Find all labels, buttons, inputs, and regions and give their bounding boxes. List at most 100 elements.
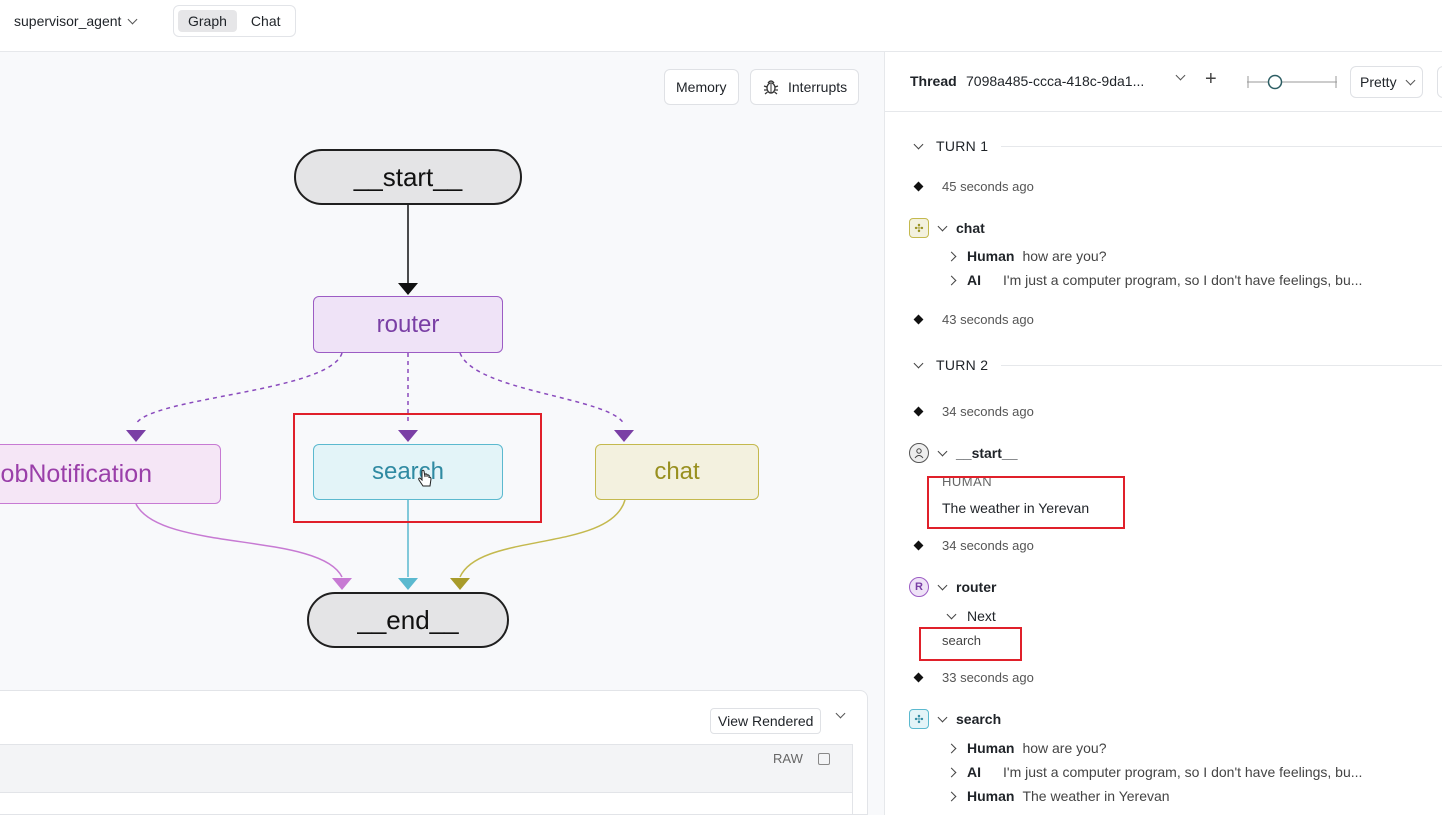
timestamp: 34 seconds ago — [942, 538, 1034, 553]
user-avatar-icon — [909, 443, 929, 463]
chevron-down-icon — [937, 712, 948, 722]
arrow-jobnotification-icon — [126, 430, 146, 442]
interrupts-button[interactable]: Interrupts — [750, 69, 860, 105]
chevron-down-icon — [946, 609, 957, 619]
agent-name: supervisor_agent — [14, 13, 122, 29]
node-run-chat[interactable]: ✣ chat — [909, 218, 985, 238]
next-value-row: search — [942, 633, 981, 648]
thread-id-selector[interactable]: 7098a485-ccca-418c-9da1... — [966, 73, 1145, 89]
edge-jobnotification-end — [135, 503, 343, 578]
message-role-row: HUMAN — [942, 474, 992, 489]
node-name: router — [956, 579, 997, 595]
chevron-down-icon[interactable] — [1175, 70, 1186, 81]
graph-canvas[interactable]: Memory Interrupts __start__ router jobNo… — [0, 52, 884, 815]
edge-router-jobnotification — [135, 352, 343, 425]
message-role: AI — [967, 764, 981, 780]
arrow-end-1-icon — [332, 578, 352, 590]
message-row[interactable]: AI I'm just a computer program, so I don… — [946, 764, 1362, 780]
history-slider[interactable] — [1247, 74, 1337, 90]
add-thread-icon[interactable]: + — [1205, 68, 1217, 90]
chevron-down-icon — [937, 580, 948, 590]
state-content-box — [0, 744, 853, 815]
node-name: search — [956, 711, 1002, 727]
toolbar-extra-button[interactable] — [1437, 66, 1442, 98]
node-jobnotification[interactable]: jobNotification — [0, 444, 221, 504]
message-role: AI — [967, 272, 981, 288]
collapse-chevron-icon[interactable] — [835, 708, 846, 719]
search-node-icon: ✣ — [909, 709, 929, 729]
checkpoint-diamond-icon — [913, 314, 924, 325]
view-mode-label: Pretty — [1360, 74, 1397, 90]
message-row[interactable]: Human how are you? — [946, 248, 1107, 264]
node-run-router[interactable]: R router — [909, 577, 996, 597]
chevron-right-icon — [946, 743, 957, 753]
checkpoint-row[interactable]: 34 seconds ago — [913, 404, 1034, 419]
message-row[interactable]: Human how are you? — [946, 740, 1107, 756]
view-mode-select[interactable]: Pretty — [1350, 66, 1423, 98]
node-start[interactable]: __start__ — [294, 149, 522, 205]
memory-label: Memory — [676, 79, 727, 95]
thread-toolbar: Thread 7098a485-ccca-418c-9da1... + Pret… — [885, 52, 1442, 112]
turn-2-header[interactable]: TURN 2 — [913, 357, 989, 373]
chevron-down-icon — [937, 221, 948, 231]
chevron-down-icon — [1405, 75, 1416, 85]
arrow-router-icon — [398, 283, 418, 295]
chevron-down-icon — [127, 14, 138, 24]
message-text: I'm just a computer program, so I don't … — [1003, 272, 1363, 288]
node-name: chat — [956, 220, 985, 236]
message-text: how are you? — [1022, 740, 1107, 756]
chevron-down-icon — [913, 139, 924, 149]
message-content-row: The weather in Yerevan — [942, 500, 1089, 516]
divider — [1001, 146, 1442, 147]
interrupts-label: Interrupts — [788, 79, 848, 95]
edge-chat-end — [459, 499, 626, 578]
state-header-strip — [0, 745, 852, 793]
next-value: search — [942, 633, 982, 648]
checkpoint-diamond-icon — [913, 406, 924, 417]
message-row[interactable]: Human The weather in Yerevan — [946, 788, 1170, 804]
node-router[interactable]: router — [313, 296, 503, 353]
node-run-start[interactable]: __start__ — [909, 443, 1018, 463]
checkpoint-diamond-icon — [913, 181, 924, 192]
message-row[interactable]: AI I'm just a computer program, so I don… — [946, 272, 1363, 288]
timestamp: 34 seconds ago — [942, 404, 1034, 419]
raw-label[interactable]: RAW — [773, 751, 803, 766]
arrow-end-3-icon — [450, 578, 470, 590]
message-text: The weather in Yerevan — [942, 500, 1090, 516]
top-bar: supervisor_agent Graph Chat — [0, 0, 1442, 52]
node-name: __start__ — [956, 445, 1018, 461]
view-toggle: Graph Chat — [173, 5, 296, 37]
message-role: Human — [967, 788, 1015, 804]
node-search[interactable]: search — [313, 444, 503, 500]
memory-button[interactable]: Memory — [664, 69, 739, 105]
node-run-search[interactable]: ✣ search — [909, 709, 1001, 729]
arrow-search-icon — [398, 430, 418, 442]
next-row[interactable]: Next — [946, 608, 996, 624]
timestamp: 43 seconds ago — [942, 312, 1034, 327]
chevron-right-icon — [946, 275, 957, 285]
checkpoint-diamond-icon — [913, 540, 924, 551]
tab-graph[interactable]: Graph — [178, 10, 237, 32]
message-text: how are you? — [1022, 248, 1107, 264]
turn-label: TURN 2 — [936, 357, 989, 373]
view-rendered-button[interactable]: View Rendered — [710, 708, 822, 734]
agent-selector[interactable]: supervisor_agent — [14, 10, 138, 32]
tab-chat[interactable]: Chat — [250, 13, 281, 29]
node-end[interactable]: __end__ — [307, 592, 509, 648]
checkpoint-diamond-icon — [913, 672, 924, 683]
checkpoint-row[interactable]: 43 seconds ago — [913, 312, 1034, 327]
thread-label: Thread — [910, 73, 957, 89]
node-chat[interactable]: chat — [595, 444, 759, 500]
arrow-chat-icon — [614, 430, 634, 442]
graph-edges — [126, 205, 634, 590]
chevron-right-icon — [946, 251, 957, 261]
checkpoint-row[interactable]: 33 seconds ago — [913, 670, 1034, 685]
thread-panel: Thread 7098a485-ccca-418c-9da1... + Pret… — [884, 52, 1442, 815]
hand-cursor-icon — [418, 469, 432, 487]
timestamp: 33 seconds ago — [942, 670, 1034, 685]
copy-icon[interactable] — [818, 753, 830, 765]
checkpoint-row[interactable]: 34 seconds ago — [913, 538, 1034, 553]
turn-1-header[interactable]: TURN 1 — [913, 138, 988, 154]
checkpoint-row[interactable]: 45 seconds ago — [913, 179, 1034, 194]
bug-icon — [763, 80, 779, 95]
